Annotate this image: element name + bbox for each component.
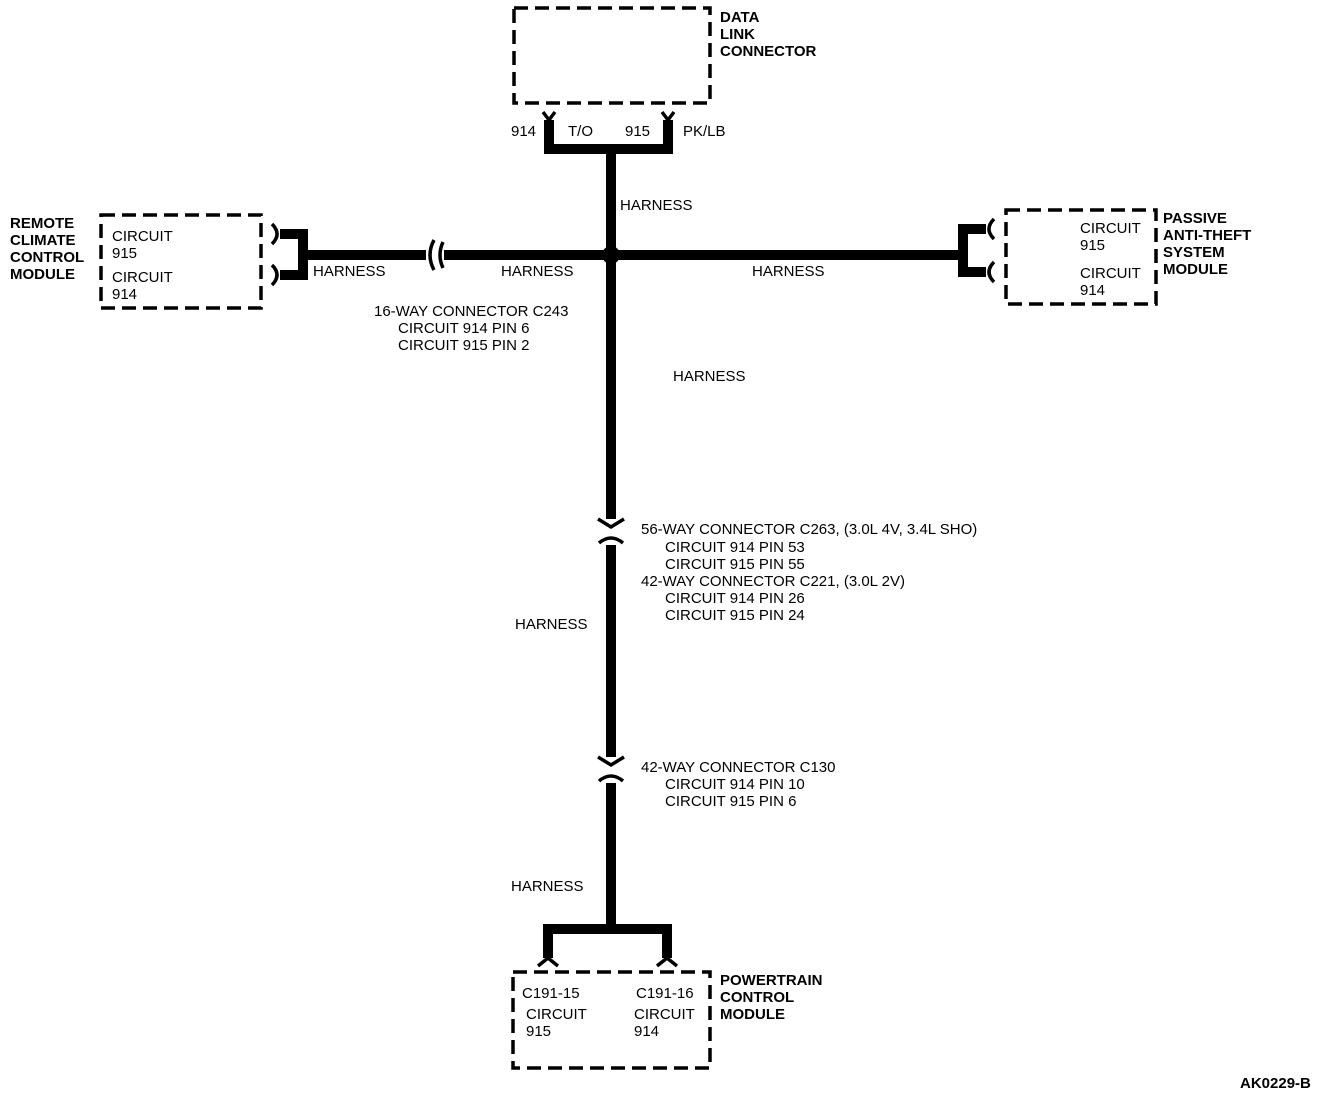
pats-terminal-915: [987, 217, 996, 241]
c263-connector-bottom: [597, 536, 625, 545]
dlc-name-line3: CONNECTOR: [720, 43, 817, 60]
c243-connector-inner: [438, 241, 445, 269]
c130-connector-top: [597, 755, 625, 768]
harness-label-lower: HARNESS: [515, 616, 588, 633]
c130-connector-bottom: [597, 774, 625, 783]
rccm-wire-bridge: [280, 229, 308, 280]
pcm-left-circuit-num: 915: [526, 1023, 551, 1040]
dlc-color-914: T/O: [568, 123, 593, 140]
rccm-circuit-b-label: CIRCUIT: [112, 269, 173, 286]
pcm-left-circuit-label: CIRCUIT: [526, 1006, 587, 1023]
pats-circuit-a-num: 915: [1080, 237, 1105, 254]
pats-circuit-a-label: CIRCUIT: [1080, 220, 1141, 237]
pcm-left-pin: C191-15: [522, 985, 580, 1002]
c263-connector-top: [597, 517, 625, 530]
pats-circuit-b-num: 914: [1080, 282, 1105, 299]
pcm-terminal-915: [536, 955, 560, 968]
c221-line2: CIRCUIT 914 PIN 26: [665, 590, 805, 607]
dlc-pin-914: 914: [511, 123, 536, 140]
dlc-terminal-915: [660, 110, 676, 123]
rccm-circuit-b-num: 914: [112, 286, 137, 303]
rccm-name-line2: CLIMATE: [10, 232, 76, 249]
c263-line3: CIRCUIT 915 PIN 55: [665, 556, 805, 573]
pcm-name-line3: MODULE: [720, 1006, 785, 1023]
rccm-name-line4: MODULE: [10, 266, 75, 283]
dlc-pin-915: 915: [625, 123, 650, 140]
pcm-name-line1: POWERTRAIN: [720, 972, 823, 989]
rccm-terminal-915: [270, 222, 279, 246]
harness-label-top: HARNESS: [620, 197, 693, 214]
c243-line2: CIRCUIT 914 PIN 6: [398, 320, 529, 337]
pats-wire-bridge: [958, 224, 986, 277]
pats-name-line4: MODULE: [1163, 261, 1228, 278]
pats-name-line3: SYSTEM: [1163, 244, 1225, 261]
pcm-right-circuit-num: 914: [634, 1023, 659, 1040]
c221-line3: CIRCUIT 915 PIN 24: [665, 607, 805, 624]
rccm-name-line1: REMOTE: [10, 215, 74, 232]
c130-line3: CIRCUIT 915 PIN 6: [665, 793, 796, 810]
dlc-name-line1: DATA: [720, 9, 760, 26]
c243-connector-outer: [428, 239, 436, 271]
harness-label-middle: HARNESS: [673, 368, 746, 385]
pcm-wire-bridge: [543, 924, 672, 958]
harness-label-bottom: HARNESS: [511, 878, 584, 895]
pats-name-line1: PASSIVE: [1163, 210, 1227, 227]
c130-line1: 42-WAY CONNECTOR C130: [641, 759, 836, 776]
pats-name-line2: ANTI-THEFT: [1163, 227, 1251, 244]
data-link-connector-box: [512, 6, 712, 105]
figure-id: AK0229-B: [1240, 1075, 1311, 1092]
pcm-name-line2: CONTROL: [720, 989, 794, 1006]
dlc-name-line2: LINK: [720, 26, 755, 43]
pats-terminal-914: [987, 260, 996, 284]
c243-line1: 16-WAY CONNECTOR C243: [374, 303, 569, 320]
pcm-right-circuit-label: CIRCUIT: [634, 1006, 695, 1023]
rccm-circuit-a-num: 915: [112, 245, 137, 262]
pats-circuit-b-label: CIRCUIT: [1080, 265, 1141, 282]
c263-line2: CIRCUIT 914 PIN 53: [665, 539, 805, 556]
pcm-terminal-914: [655, 955, 679, 968]
c263-line1: 56-WAY CONNECTOR C263, (3.0L 4V, 3.4L SH…: [641, 521, 977, 538]
harness-label-right-bus: HARNESS: [752, 263, 825, 280]
rccm-name-line3: CONTROL: [10, 249, 84, 266]
dlc-color-915: PK/LB: [683, 123, 726, 140]
harness-label-rccm: HARNESS: [313, 263, 386, 280]
rccm-terminal-914: [270, 263, 279, 287]
dlc-wire-bridge: [544, 120, 673, 154]
c243-line3: CIRCUIT 915 PIN 2: [398, 337, 529, 354]
harness-label-left-bus: HARNESS: [501, 263, 574, 280]
pcm-box: [511, 970, 712, 1070]
dlc-terminal-914: [541, 110, 557, 123]
rccm-circuit-a-label: CIRCUIT: [112, 228, 173, 245]
pats-box: [1004, 208, 1158, 306]
pcm-right-pin: C191-16: [636, 985, 694, 1002]
c130-line2: CIRCUIT 914 PIN 10: [665, 776, 805, 793]
c221-line1: 42-WAY CONNECTOR C221, (3.0L 2V): [641, 573, 905, 590]
